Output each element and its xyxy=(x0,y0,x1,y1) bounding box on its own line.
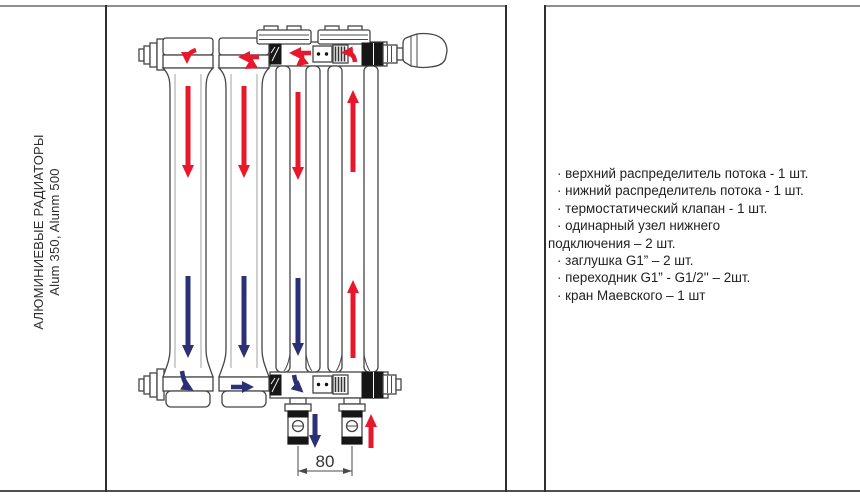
dimension-80: 80 xyxy=(297,446,353,476)
radiator-section-2 xyxy=(217,37,271,408)
table-border-top-right xyxy=(545,5,860,7)
thermostatic-valve xyxy=(312,42,404,66)
parts-list-item: · заглушка G1” – 2 шт. xyxy=(557,253,694,269)
table-border-vertical-2 xyxy=(505,5,507,492)
table-border-top-left xyxy=(0,5,507,7)
table-border-vertical-3 xyxy=(544,5,546,492)
radiator-section-4 xyxy=(327,65,379,373)
radiator-section-3 xyxy=(275,65,321,373)
bottom-pipe-left xyxy=(284,397,312,445)
parts-list-item: · переходник G1” - G1/2'' – 2шт. xyxy=(557,270,751,286)
top-seal-icon xyxy=(269,43,282,65)
union-nut-icon xyxy=(382,44,398,64)
bottom-connection-unit xyxy=(312,371,402,399)
parts-list-item: · нижний распределитель потока - 1 шт. xyxy=(557,183,804,199)
parts-list-item: · кран Маевского – 1 шт xyxy=(557,287,706,303)
cold-flow-arrows xyxy=(179,276,321,448)
bottom-pipe-right xyxy=(338,397,366,445)
parts-list-item: · верхний распределитель потока - 1 шт. xyxy=(557,166,809,181)
top-plug-icon xyxy=(138,38,165,71)
top-fin-block-left xyxy=(256,25,312,45)
bottom-plug-icon xyxy=(138,368,165,401)
hot-flow-arrows xyxy=(181,46,377,448)
parts-list-item: · термостатический клапан - 1 шт. xyxy=(557,200,768,216)
parts-list-item: · одинарный узел нижнего подключения – 2… xyxy=(548,218,721,251)
thermostatic-head xyxy=(402,32,448,69)
table-border-bottom xyxy=(0,490,860,492)
dimension-label: 80 xyxy=(316,452,335,471)
table-border-vertical-1 xyxy=(105,5,107,492)
top-fin-block-right xyxy=(317,25,371,45)
bottom-seal-icon xyxy=(269,374,282,396)
parts-list: · верхний распределитель потока - 1 шт. ·… xyxy=(548,165,858,304)
